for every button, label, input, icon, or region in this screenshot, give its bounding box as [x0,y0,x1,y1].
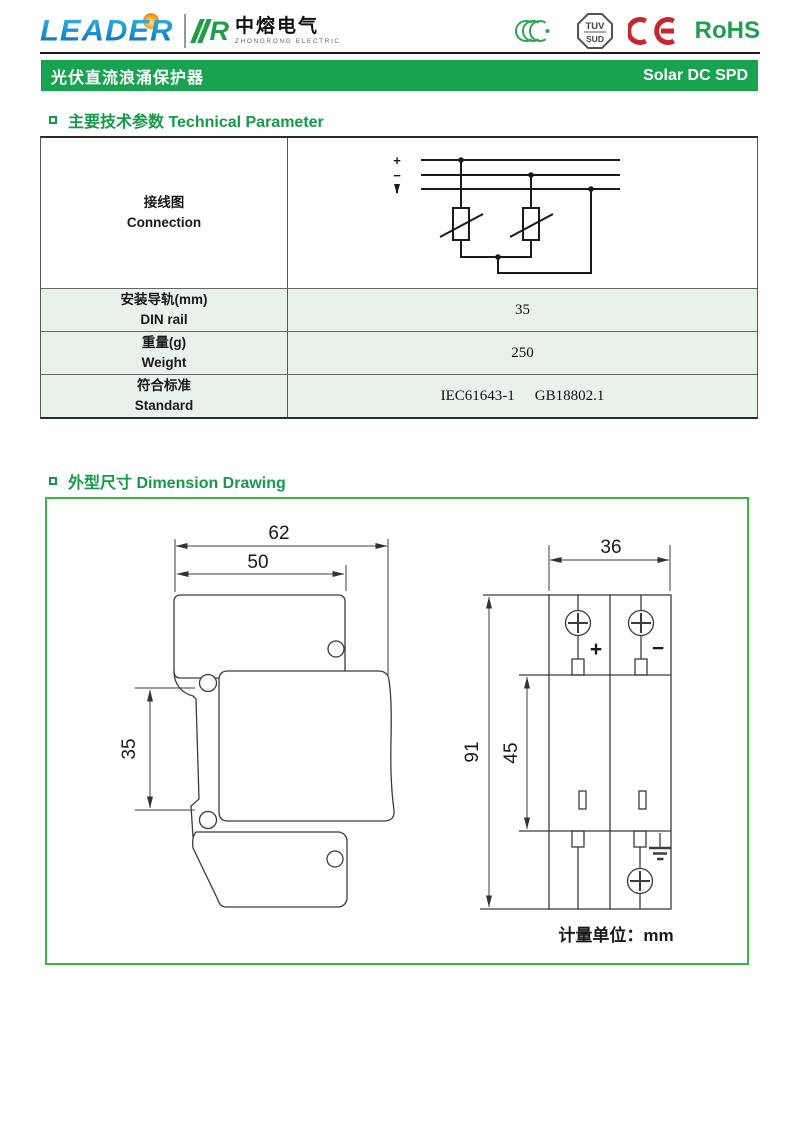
dim-label-36: 36 [600,537,621,558]
ccc-cert-icon [514,20,550,42]
table-row-weight: 重量(g) Weight 250 [41,332,757,375]
parameter-table: 接线图 Connection [40,136,758,419]
page-header: LEADER R 中熔电气 ZHONGRONG ELECTRIC [40,10,760,52]
company-name-block: 中熔电气 ZHONGRONG ELECTRIC [234,15,341,46]
section-title-text: 主要技术参数 Technical Parameter [68,114,324,131]
dimension-drawing-box: 62 50 35 [45,497,749,965]
zhongrong-logo-icon: R [190,16,229,46]
logo-divider [184,14,187,48]
minus-terminal-label: − [652,637,664,660]
zr-letter: R [209,16,229,46]
dim-label-35: 35 [119,738,140,759]
row-label-en: Standard [134,398,194,413]
minus-line-label: − [393,168,401,183]
section-bullet-icon [49,477,57,485]
banner-title-en: Solar DC SPD [643,66,748,84]
dim-label-50: 50 [247,552,268,573]
header-rule [40,52,760,54]
tuv-text-bottom: SUD [586,34,604,44]
row-label-zh: 重量(g) [141,335,187,350]
row-label-cell: 符合标准 Standard [41,375,288,417]
row-value: IEC61643-1 [440,387,515,404]
unit-note: 计量单位：mm [558,925,673,945]
table-row-connection: 接线图 Connection [41,138,757,289]
connection-diagram: + − [393,153,620,274]
tuv-text-top: TUV [585,21,605,32]
row-value-cell: 250 [288,332,757,374]
certification-marks: TUV SUD RoHS [514,12,760,50]
row-label-zh: 符合标准 [137,378,191,393]
section-title-dimension: 外型尺寸 Dimension Drawing [49,469,286,493]
plus-line-label: + [393,153,401,168]
section-title-technical: 主要技术参数 Technical Parameter [49,108,324,132]
dim-label-62: 62 [268,523,289,544]
leader-wordmark: LEADER [40,13,174,48]
section-title-text: 外型尺寸 Dimension Drawing [68,475,286,492]
table-row-standard: 符合标准 Standard IEC61643-1 GB18802.1 [41,375,757,417]
company-name-en: ZHONGRONG ELECTRIC [234,37,341,45]
row-value: 35 [515,301,530,318]
product-banner: 光伏直流浪涌保护器 Solar DC SPD [41,60,758,91]
dimension-drawing: 62 50 35 [119,523,674,945]
company-name-zh: 中熔电气 [234,15,319,37]
banner-title-zh: 光伏直流浪涌保护器 [51,69,205,87]
plus-terminal-label: + [590,638,602,661]
ce-cert-icon [627,17,675,45]
row-value-secondary: GB18802.1 [534,387,605,404]
sun-icon [143,13,159,29]
row-label-cell: 接线图 Connection [41,138,288,288]
row-label-en: Connection [126,215,202,230]
rohs-cert-label: RoHS [694,17,760,44]
row-label-cell: 安装导轨(mm) DIN rail [41,289,288,331]
table-row-din-rail: 安装导轨(mm) DIN rail 35 [41,289,757,332]
row-label-zh: 安装导轨(mm) [120,292,208,307]
row-value-cell: IEC61643-1 GB18802.1 [288,375,757,417]
row-value-cell: 35 [288,289,757,331]
brand-logo: LEADER [40,13,173,49]
row-value-cell: + − [288,138,757,288]
section-bullet-icon [49,116,57,124]
row-label-en: DIN rail [140,312,188,327]
dim-label-91: 91 [462,741,483,762]
tuv-cert-icon: TUV SUD [576,13,613,49]
row-label-en: Weight [141,355,187,370]
row-label-cell: 重量(g) Weight [41,332,288,374]
row-value: 250 [511,344,534,361]
row-label-zh: 接线图 [143,195,185,210]
dim-label-45: 45 [501,742,522,763]
